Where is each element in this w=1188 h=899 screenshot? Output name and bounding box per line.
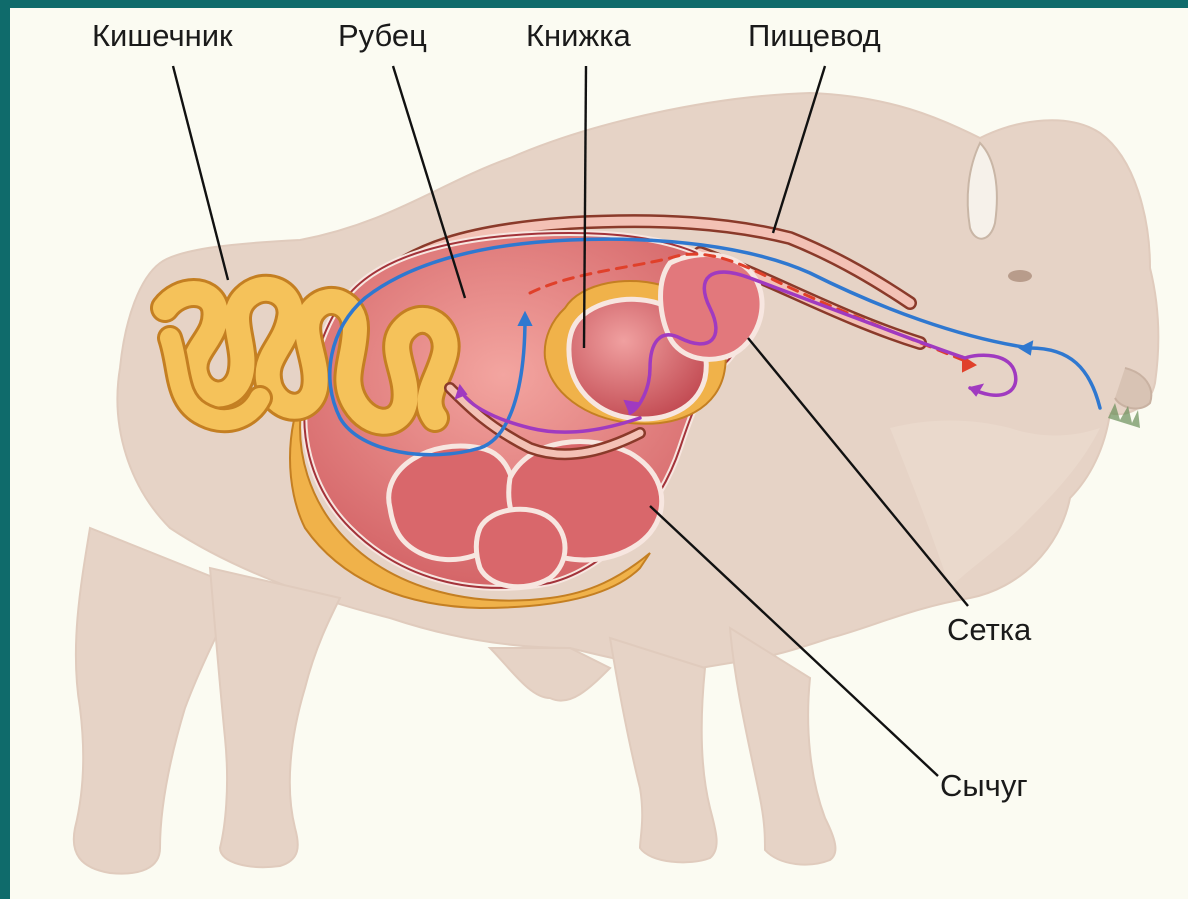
label-rumen: Рубец (338, 18, 427, 53)
diagram-frame: Кишечник Рубец Книжка Пищевод Сетка Сычу… (10, 8, 1188, 899)
label-intestine: Кишечник (92, 18, 233, 53)
eye-icon (1008, 270, 1032, 282)
label-reticulum: Сетка (947, 612, 1032, 647)
leader-intestine (173, 66, 228, 280)
ruminant-digestion-diagram: Кишечник Рубец Книжка Пищевод Сетка Сычу… (10, 8, 1188, 899)
label-esophagus: Пищевод (748, 18, 881, 53)
label-omasum: Книжка (526, 18, 631, 53)
label-abomasum: Сычуг (940, 768, 1028, 803)
